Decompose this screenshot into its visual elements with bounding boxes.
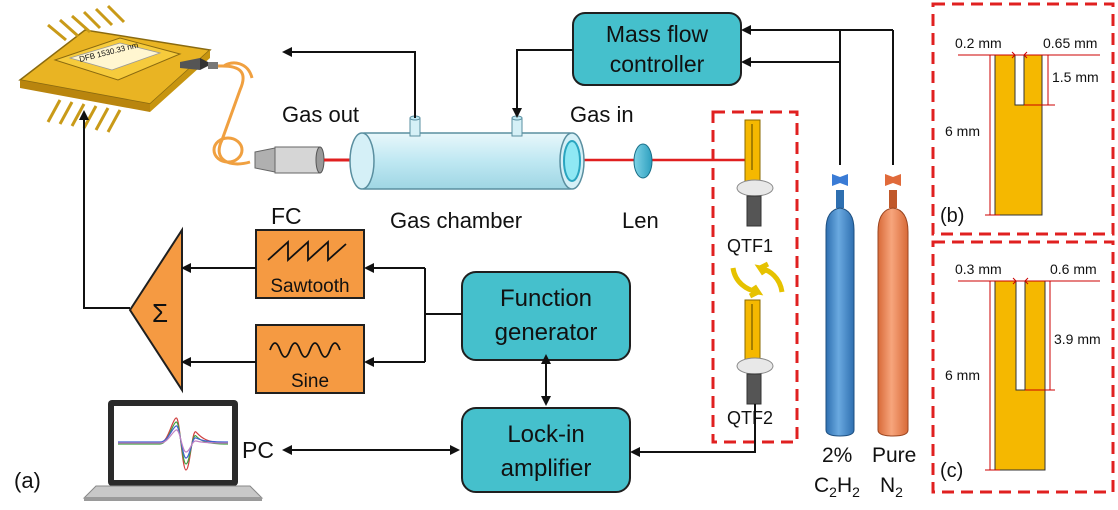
swap-arrow-up — [754, 261, 785, 293]
mass-flow-line1: Mass flow — [606, 21, 709, 47]
function-generator-line1: Function — [500, 285, 592, 312]
sum-block: Σ — [128, 226, 183, 394]
qtf1-device — [736, 119, 774, 227]
gas-chamber-label: Gas chamber — [390, 208, 522, 233]
panel-label-a: (a) — [14, 468, 41, 493]
sawtooth-label: Sawtooth — [270, 276, 349, 297]
c2h2-cylinder — [825, 30, 855, 437]
mass-flow-line2: controller — [610, 51, 705, 77]
mfc-to-chamber-arrow — [512, 49, 573, 118]
c2h2-percent: 2% — [822, 444, 852, 467]
panel-b-width: 0.65 mm — [1043, 35, 1097, 51]
panel-c-height: 6 mm — [945, 367, 980, 383]
sine-label: Sine — [291, 371, 329, 392]
lens — [633, 143, 653, 179]
qtf1-label: QTF1 — [727, 236, 773, 256]
sine-wave-icon — [269, 342, 341, 358]
pc-label: PC — [242, 437, 274, 463]
fiber-collimator — [254, 146, 325, 174]
function-generator-line2: generator — [495, 319, 598, 346]
mass-flow-controller: Mass flow controller — [572, 12, 742, 86]
gas-out-label: Gas out — [282, 102, 359, 127]
panel-b-tuning-fork — [994, 54, 1043, 216]
lens-label: Len — [622, 208, 659, 233]
fc-label: FC — [271, 203, 302, 229]
qtf2-label: QTF2 — [727, 408, 773, 428]
optical-fiber — [217, 64, 251, 166]
panel-c-tuning-fork — [994, 280, 1046, 471]
panel-label-b: (b) — [940, 205, 964, 227]
n2-formula: N2 — [880, 474, 903, 500]
panel-label-c: (c) — [940, 460, 963, 482]
panel-c-slot-depth: 3.9 mm — [1054, 331, 1101, 347]
sawtooth-box: Sawtooth — [255, 229, 365, 299]
panel-c-dashed-box — [931, 240, 1115, 494]
n2-pure: Pure — [872, 444, 916, 467]
function-generator: Function generator — [461, 271, 631, 361]
sum-symbol: Σ — [152, 298, 168, 328]
panel-b-height: 6 mm — [945, 123, 980, 139]
qtf2-device — [736, 299, 774, 405]
gas-in-label: Gas in — [570, 102, 634, 127]
fiber-coil — [212, 136, 244, 164]
sawtooth-wave-icon — [267, 239, 347, 263]
gas-chamber — [349, 115, 585, 190]
n2-cylinder — [877, 30, 909, 437]
lockin-amplifier: Lock-in amplifier — [461, 407, 631, 493]
lockin-line2: amplifier — [501, 455, 592, 482]
laptop-screen-signal — [118, 417, 229, 471]
gas-out-arrow — [282, 47, 416, 118]
fg-split-line — [424, 268, 462, 315]
swap-arrow-down — [730, 267, 764, 299]
panel-b-dashed-box — [931, 2, 1115, 236]
qtf-to-lockin-arrow — [630, 404, 756, 457]
lockin-line1: Lock-in — [507, 421, 584, 448]
panel-c-width: 0.6 mm — [1050, 261, 1097, 277]
panel-b-gap: 0.2 mm — [955, 35, 1002, 51]
panel-c-gap: 0.3 mm — [955, 261, 1002, 277]
c2h2-formula: C2H2 — [814, 474, 860, 500]
panel-b-slot-depth: 1.5 mm — [1052, 69, 1099, 85]
laptop-pc — [82, 400, 264, 501]
dfb-laser-module: DFB 1530.33 nm — [18, 4, 218, 133]
sine-box: Sine — [255, 324, 365, 394]
sum-to-laser-arrow — [79, 110, 130, 309]
